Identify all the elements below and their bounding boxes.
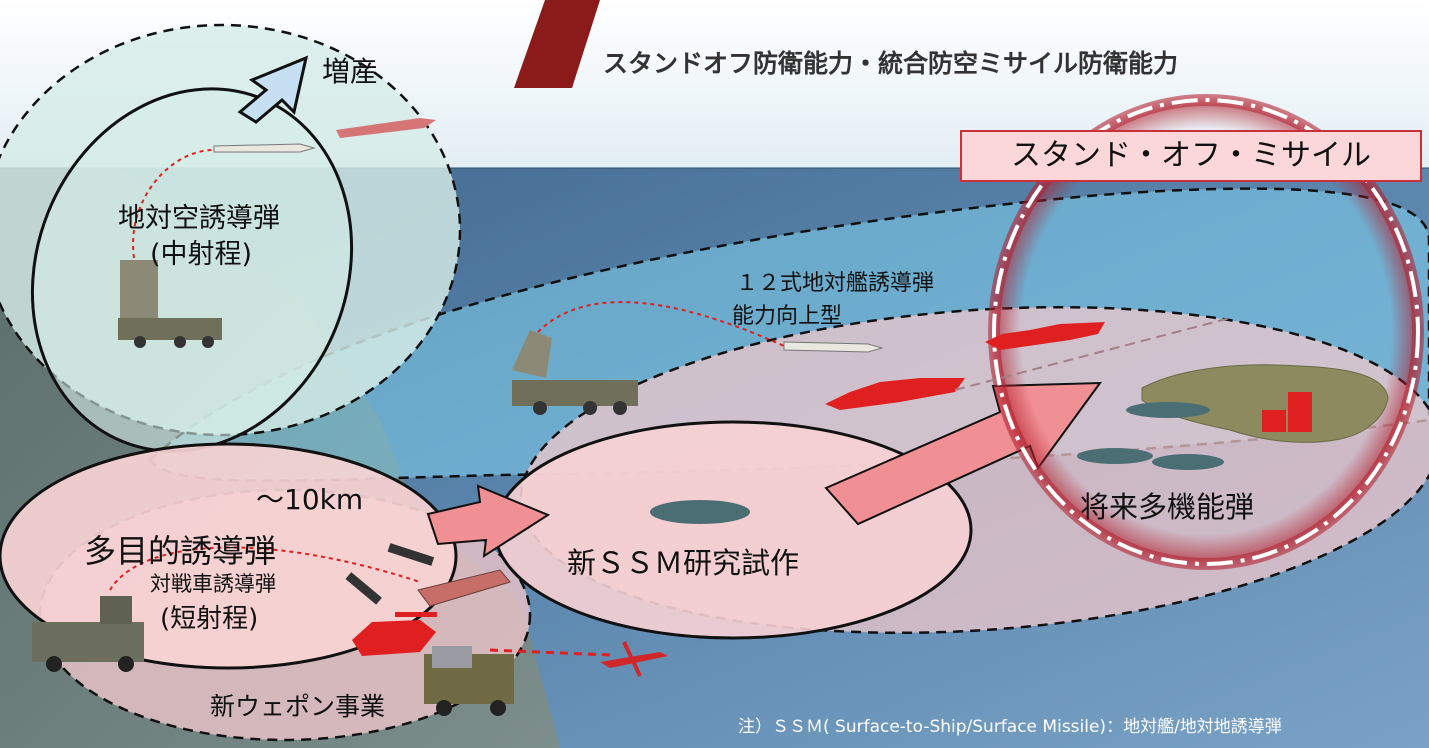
- wheel-icon: [46, 656, 62, 672]
- drone-flight-path: [489, 648, 611, 657]
- landing-craft-icon: [417, 569, 511, 607]
- sam-range-label: (中射程): [150, 239, 253, 270]
- production-arrow-icon: [237, 55, 309, 124]
- jeep-icon: [32, 622, 144, 662]
- new-ssm-area: [493, 420, 973, 640]
- target-facility-icon: [1288, 392, 1312, 432]
- drone-wing: [622, 641, 642, 677]
- wheel-icon: [134, 336, 146, 348]
- atgm-flight-path: [109, 546, 421, 591]
- title-accent-stripe: [514, 0, 600, 88]
- page-title: スタンドオフ防衛能力・統合防空ミサイル防衛能力: [603, 49, 1179, 78]
- produced-missile-icon: [336, 118, 436, 138]
- wheel-icon: [533, 401, 547, 415]
- type12-missile-icon: [783, 341, 884, 353]
- wheel-icon: [436, 700, 452, 716]
- wheel-icon: [174, 336, 186, 348]
- atgm-missile-icon: [387, 543, 435, 566]
- type12-label: １２式地対艦誘導弾: [736, 271, 935, 296]
- new-weapon-turret: [432, 646, 472, 668]
- wheel-icon: [583, 401, 597, 415]
- sam-truck-body: [118, 318, 222, 340]
- target-tank-icon: [352, 620, 436, 656]
- new-weapon-project-label: 新ウェポン事業: [210, 692, 386, 721]
- new-ssm-label: 新ＳＳＭ研究試作: [567, 546, 800, 580]
- wheel-icon: [118, 656, 134, 672]
- sam-missile-icon: [213, 143, 316, 153]
- atgm-missile-icon: [345, 572, 382, 605]
- wheel-icon: [202, 336, 214, 348]
- target-ship-icon: [985, 322, 1105, 350]
- type12-truck-body: [512, 380, 638, 406]
- type12-launcher-icon: [512, 330, 552, 378]
- type12-upgrade-label: 能力向上型: [732, 304, 843, 329]
- tank-gun: [395, 612, 437, 617]
- arrow-to-new-ssm: [426, 484, 551, 558]
- standoff-missile-label: スタンド・オフ・ミサイル: [960, 130, 1422, 182]
- multi-purpose-missile-label: 多目的誘導弾: [84, 532, 277, 570]
- jeep-launcher-icon: [100, 596, 132, 624]
- wheel-icon: [490, 700, 506, 716]
- target-ship-icon: [825, 378, 965, 410]
- production-increase-label: 増産: [322, 55, 379, 88]
- standoff-ring-dashes: [992, 98, 1420, 566]
- atgm-label: 対戦車誘導弾: [150, 572, 276, 596]
- sam-label: 地対空誘導弾: [118, 203, 280, 234]
- atgm-range-label: (短射程): [160, 604, 259, 634]
- wheel-icon: [613, 401, 627, 415]
- range-label: ～10km: [256, 483, 364, 516]
- sam-flight-path: [132, 149, 215, 259]
- island-target: [1141, 364, 1389, 443]
- future-missile-icon: [1126, 402, 1210, 418]
- future-missile-icon: [1152, 454, 1224, 470]
- sam-launcher-icon: [120, 260, 158, 322]
- target-facility-icon: [1262, 410, 1286, 432]
- new-ssm-missile-icon: [650, 500, 750, 524]
- type12-flight-path: [537, 301, 785, 347]
- future-multi-role-label: 将来多機能弾: [1080, 490, 1255, 524]
- future-missile-icon: [1077, 448, 1153, 464]
- footnote: 注）ＳＳＭ( Surface-to-Ship/Surface Missile)：…: [738, 717, 1282, 737]
